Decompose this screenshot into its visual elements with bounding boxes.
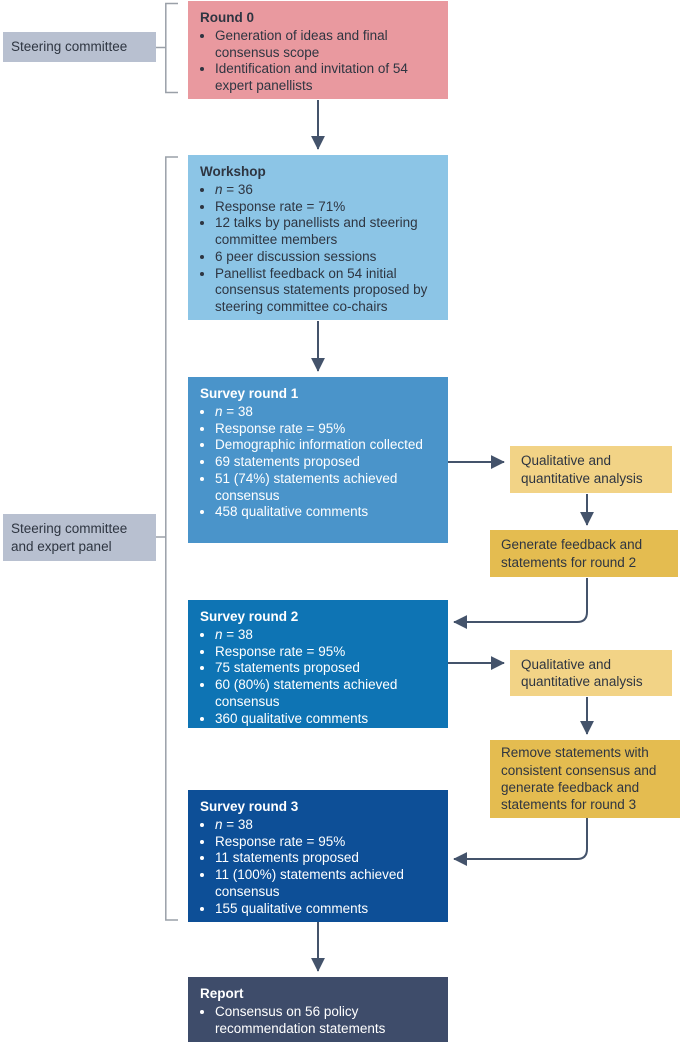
box-remove-statements-round3: Remove statements with consistent consen… [490,740,680,818]
box-survey-round-1: Survey round 1 n = 38Response rate = 95%… [188,377,448,543]
bullet-item: n = 38 [215,627,436,644]
bullet-item: n = 38 [215,404,436,421]
bullet-item: n = 36 [215,182,436,199]
bullet-item: Response rate = 95% [215,421,436,438]
box-survey2-title: Survey round 2 [200,609,299,624]
box-report-title: Report [200,986,244,1001]
box-workshop-bullets: n = 36Response rate = 71%12 talks by pan… [200,182,436,316]
bracket-steering-expert-panel [165,156,178,921]
label-steering-expert-panel: Steering committee and expert panel [3,514,156,561]
box-qualitative-analysis-1-text: Qualitative and quantitative analysis [521,453,643,486]
box-generate-feedback-round2: Generate feedback and statements for rou… [490,530,678,577]
box-survey-round-3: Survey round 3 n = 38Response rate = 95%… [188,790,448,922]
arrow-remove-to-survey3 [453,818,588,866]
box-round0-bullets: Generation of ideas and final consensus … [200,28,436,95]
bullet-item: Response rate = 95% [215,834,436,851]
label-steering-committee: Steering committee [3,32,156,62]
bullet-item: Identification and invitation of 54 expe… [215,61,436,94]
bullet-item: 75 statements proposed [215,660,436,677]
box-report: Report Consensus on 56 policy recommenda… [188,977,448,1042]
bullet-item: 60 (80%) statements achieved consensus [215,677,436,710]
bullet-item: 11 (100%) statements achieved consensus [215,867,436,900]
bullet-item: Demographic information collected [215,437,436,454]
box-round0-title: Round 0 [200,10,254,25]
box-qualitative-analysis-1: Qualitative and quantitative analysis [510,446,672,493]
bullet-item: 6 peer discussion sessions [215,249,436,266]
bullet-item: 458 qualitative comments [215,504,436,521]
bullet-item: 69 statements proposed [215,454,436,471]
box-survey3-title: Survey round 3 [200,799,299,814]
bracket-steering-committee [165,2,178,94]
bullet-item: Response rate = 95% [215,644,436,661]
box-qualitative-analysis-2-text: Qualitative and quantitative analysis [521,656,643,689]
box-survey1-bullets: n = 38Response rate = 95%Demographic inf… [200,404,436,521]
box-generate-feedback-round2-text: Generate feedback and statements for rou… [501,537,643,570]
box-survey1-title: Survey round 1 [200,386,299,401]
arrow-generate-to-survey2 [453,578,588,629]
bullet-item: 155 qualitative comments [215,901,436,918]
bullet-item: 360 qualitative comments [215,711,436,728]
box-workshop-title: Workshop [200,164,266,179]
box-workshop: Workshop n = 36Response rate = 71%12 tal… [188,155,448,320]
box-survey-round-2: Survey round 2 n = 38Response rate = 95%… [188,600,448,728]
box-report-bullets: Consensus on 56 policy recommendation st… [200,1004,436,1037]
bullet-item: n = 38 [215,817,436,834]
box-survey2-bullets: n = 38Response rate = 95%75 statements p… [200,627,436,727]
bullet-item: Generation of ideas and final consensus … [215,28,436,61]
bullet-item: Panellist feedback on 54 initial consens… [215,266,436,316]
box-qualitative-analysis-2: Qualitative and quantitative analysis [510,650,672,696]
label-steering-committee-text: Steering committee [11,39,128,55]
bullet-item: 11 statements proposed [215,850,436,867]
box-remove-statements-round3-text: Remove statements with consistent consen… [501,745,657,813]
bullet-item: 12 talks by panellists and steering comm… [215,215,436,248]
bullet-item: 51 (74%) statements achieved consensus [215,471,436,504]
bullet-item: Consensus on 56 policy recommendation st… [215,1004,436,1037]
box-round0: Round 0 Generation of ideas and final co… [188,1,448,99]
box-survey3-bullets: n = 38Response rate = 95%11 statements p… [200,817,436,917]
bullet-item: Response rate = 71% [215,199,436,216]
label-steering-expert-panel-text: Steering committee and expert panel [11,520,128,554]
